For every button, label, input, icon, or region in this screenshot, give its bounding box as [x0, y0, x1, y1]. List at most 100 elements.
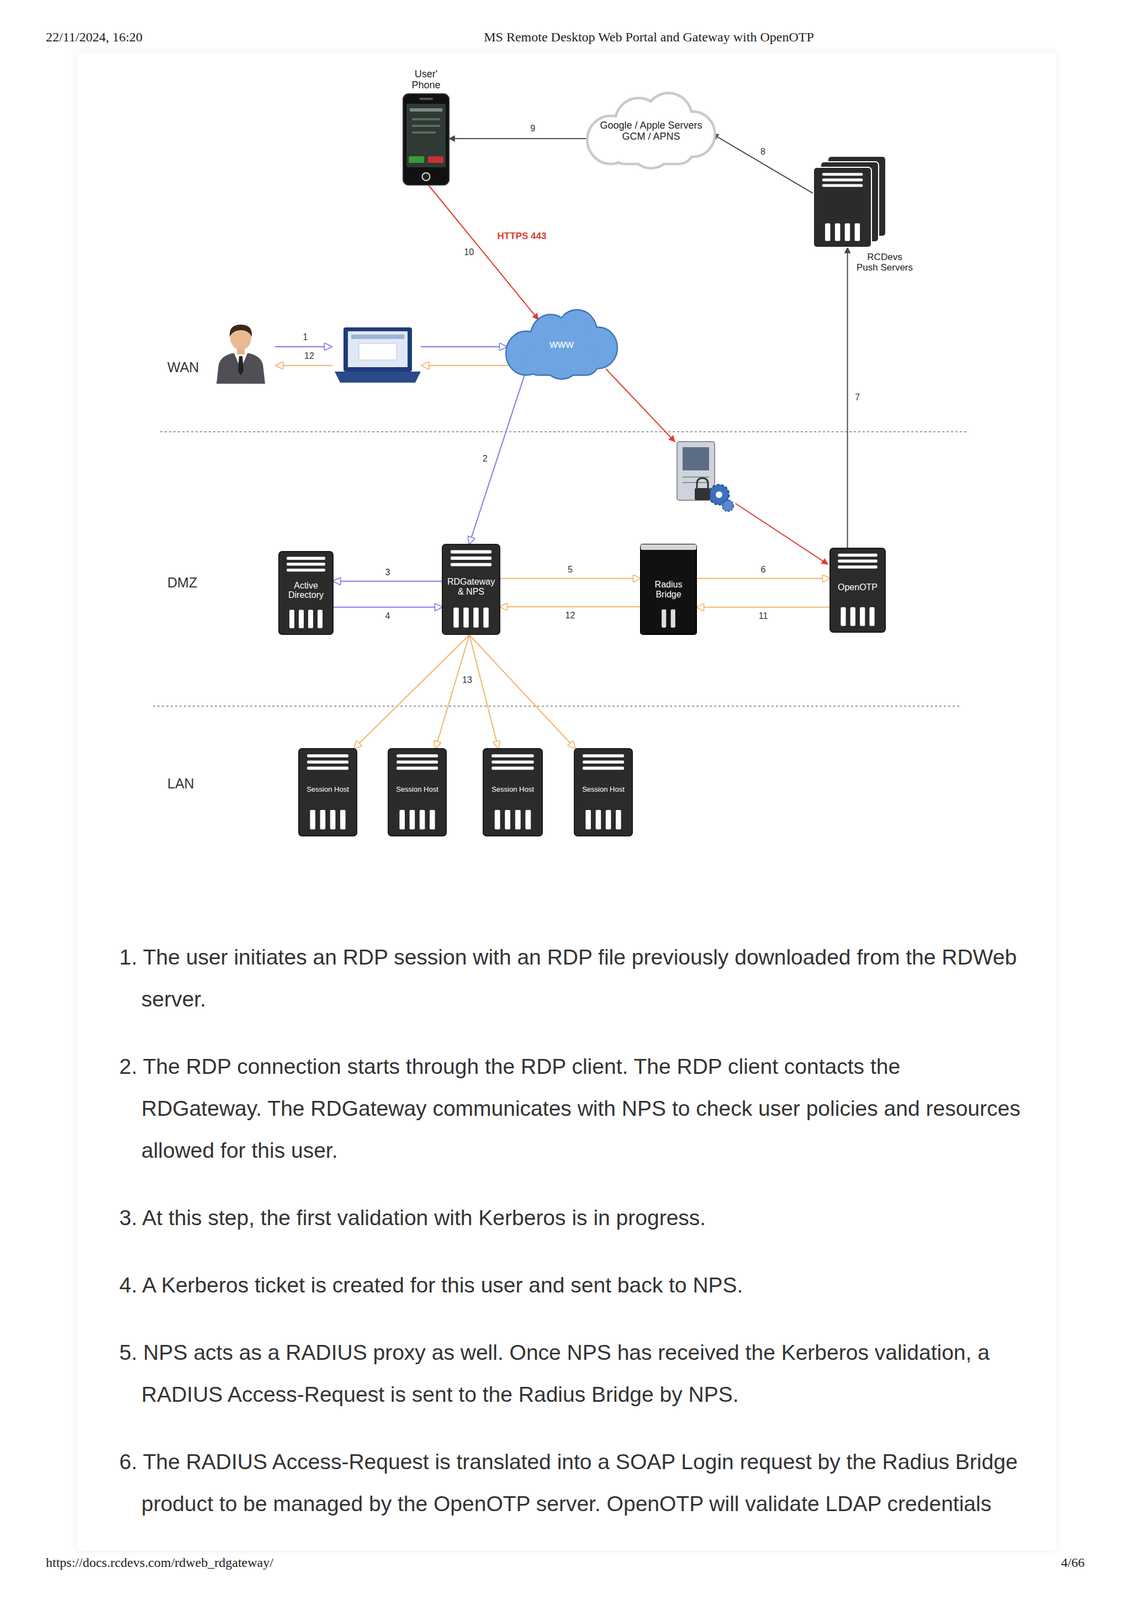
connector-arrow [354, 635, 470, 749]
server-box: Session Host [298, 748, 358, 837]
flow-arrow [276, 365, 333, 367]
node-label: Active Directory [280, 580, 332, 601]
server-bar [396, 767, 438, 771]
server-bar [491, 767, 534, 771]
connector-arrow [500, 606, 641, 608]
server-slot [429, 810, 436, 830]
server-bar [450, 556, 492, 560]
server-bar [582, 754, 625, 758]
connector-arrow [435, 635, 470, 749]
zone-label: WAN [167, 359, 199, 376]
appliance-box: Radius Bridge [640, 543, 697, 636]
server-bar [837, 559, 877, 563]
server-slot [615, 810, 622, 830]
list-item: 2. The RDP connection starts through the… [119, 1045, 1022, 1172]
server-slot [317, 609, 323, 628]
server-slot [515, 810, 521, 830]
server-bar [307, 760, 349, 764]
proxy-slot [682, 476, 710, 478]
server-box: Session Host [573, 748, 633, 837]
server-stack-icon [813, 156, 886, 248]
server-slot [869, 607, 875, 627]
connector-arrow [847, 247, 849, 548]
text-holder: RCDevs Push Servers [855, 251, 914, 273]
accept-button [408, 156, 425, 163]
callout-number: 2 [481, 453, 490, 464]
server-slot [289, 609, 295, 628]
server-bar [396, 754, 438, 758]
server-slot [308, 609, 314, 628]
connector-arrow [469, 635, 499, 749]
server-case [830, 548, 886, 633]
callout-number: 11 [757, 611, 770, 622]
text-holder: Radius Bridge [642, 571, 695, 609]
screen-bar [351, 334, 405, 340]
node-label: RDGateway & NPS [444, 577, 499, 597]
flow-arrow [605, 368, 675, 442]
server-slot [298, 609, 304, 628]
server-slot [525, 810, 531, 830]
server-bar [286, 562, 326, 566]
list-item: 3. At this step, the first validation wi… [119, 1197, 1022, 1240]
server-bar [307, 754, 349, 758]
callout-number: 5 [566, 564, 575, 575]
node-label: RCDevs Push Servers [855, 251, 914, 273]
screen-line [411, 131, 436, 134]
appliance-case [640, 544, 697, 635]
node-label: OpenOTP [837, 582, 878, 593]
server-case [813, 167, 872, 248]
protocol-label: HTTPS 443 [497, 230, 547, 242]
server-slot [504, 810, 511, 830]
list-item: 6. The RADIUS Access-Request is translat… [119, 1441, 1022, 1526]
server-bar [491, 760, 534, 764]
text-holder: Session Host [300, 773, 356, 807]
server-case [388, 748, 447, 837]
phone-screen [406, 103, 446, 168]
connector-arrow [333, 606, 442, 609]
laptop-figure [334, 327, 421, 383]
gear-hub [715, 491, 723, 499]
callout-number: 3 [383, 567, 393, 578]
server-slot [309, 810, 316, 830]
reject-button [427, 156, 444, 163]
lock-shackle [696, 478, 708, 489]
page-panel [76, 53, 1057, 1551]
node-label: www [549, 337, 574, 351]
callout-number: 13 [460, 675, 474, 686]
node-label: Session Host [582, 785, 625, 795]
page-header: MS Remote Desktop Web Portal and Gateway… [483, 29, 815, 46]
node-label: Radius Bridge [642, 579, 695, 600]
node-label: Session Host [395, 785, 439, 795]
screen-line [411, 118, 441, 121]
server-slot [473, 608, 479, 628]
proxy-panel [682, 447, 710, 471]
screen-line [409, 108, 443, 112]
internet-cloud: www [500, 306, 623, 380]
server-slot [844, 223, 851, 242]
user-hair [229, 324, 252, 337]
phone-icon [403, 93, 449, 186]
text-holder: Session Host [484, 773, 541, 807]
page-footer: 4/66 [1060, 1555, 1085, 1572]
server-slot [854, 223, 861, 242]
node-label: Session Host [491, 785, 535, 795]
server-box: RDGateway & NPS [441, 543, 501, 636]
page-footer: https://docs.rcdevs.com/rdweb_rdgateway/ [45, 1555, 274, 1572]
server-slot [825, 223, 831, 242]
server-slot [859, 607, 865, 627]
server-bar [582, 760, 625, 764]
laptop-lid [343, 327, 412, 372]
server-bar [837, 553, 877, 557]
callout-number: 6 [759, 564, 768, 575]
callout-number: 1 [303, 332, 309, 343]
server-bar [491, 754, 534, 758]
phone-body [403, 93, 449, 186]
server-slot [840, 607, 846, 627]
screen-window [358, 343, 397, 361]
proxy-tower [677, 441, 715, 501]
server-bar [286, 568, 326, 572]
callout-number: 7 [853, 392, 862, 403]
flow-arrow [735, 503, 828, 565]
phone-speaker [419, 97, 433, 100]
text-holder: Session Host [575, 773, 631, 807]
